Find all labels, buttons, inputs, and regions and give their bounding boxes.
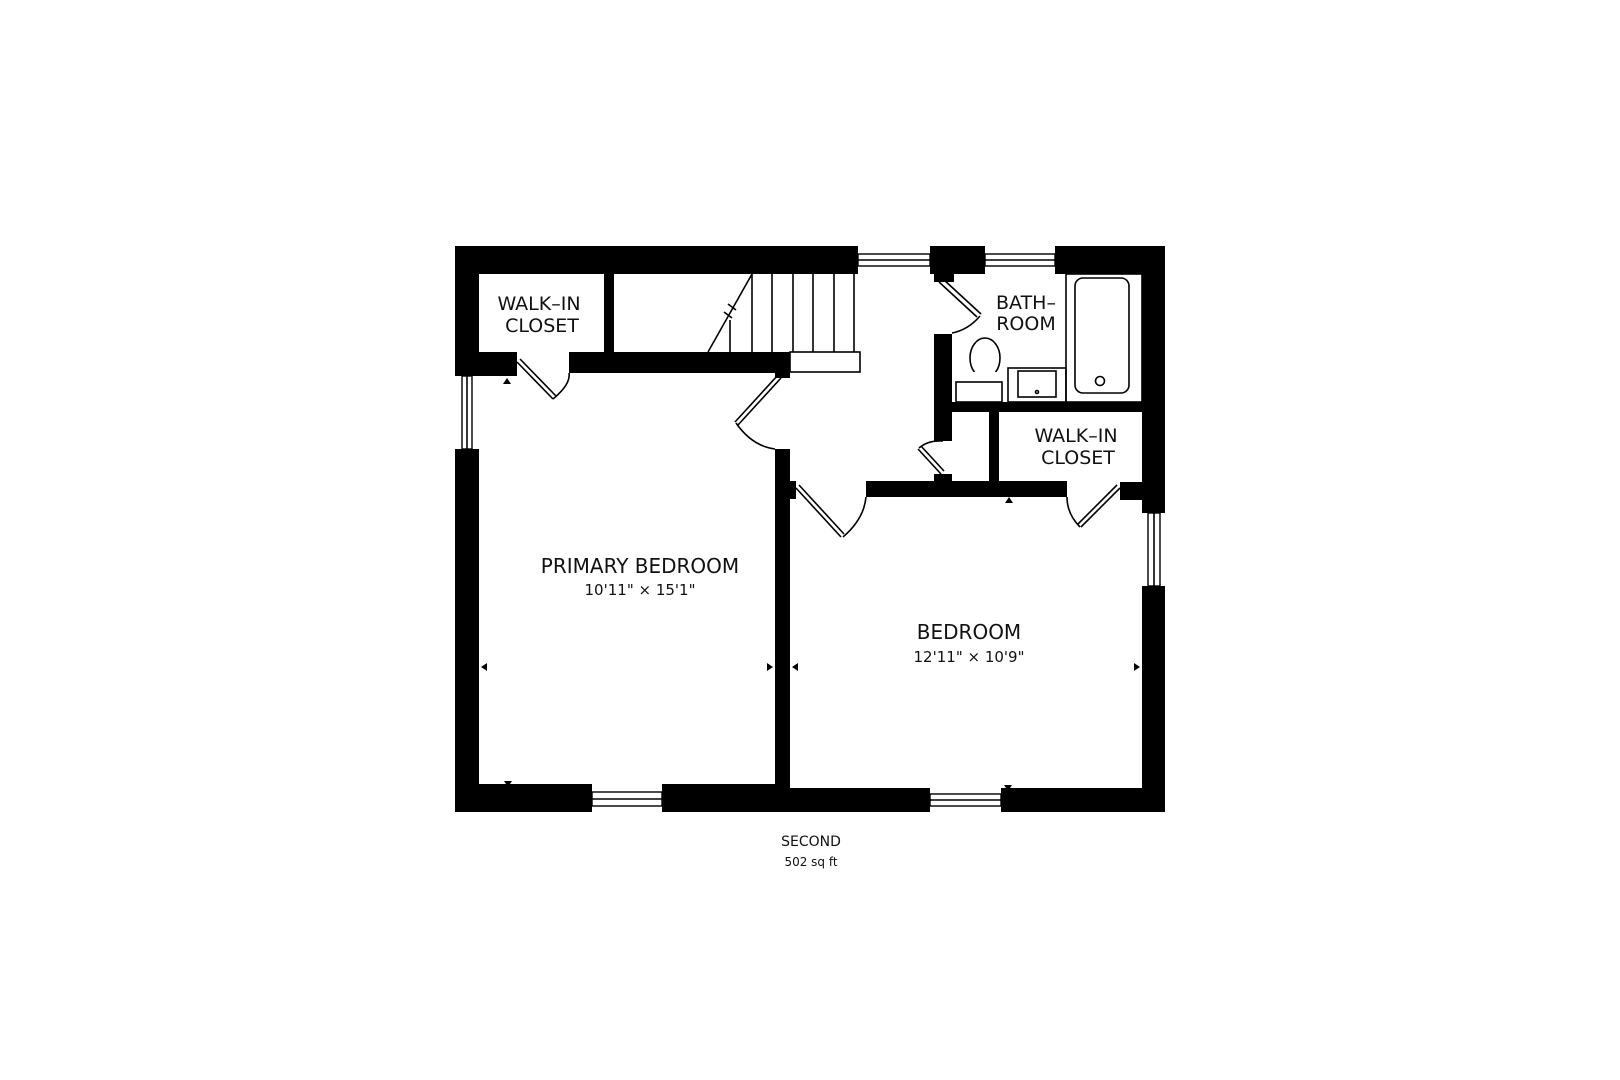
toilet-icon [955,337,1003,403]
primary-bedroom-name: PRIMARY BEDROOM [541,554,739,578]
sink-icon [1007,367,1067,403]
walk-in-closet-left-label-1: WALK–IN [497,293,580,315]
dimension-markers [481,378,1140,791]
floor-caption: SECOND 502 sq ft [781,834,841,869]
doors [516,278,1121,538]
bedroom-dims: 12'11" × 10'9" [914,648,1025,666]
floor-name: SECOND [781,834,841,850]
stairs [707,273,861,373]
windows [461,253,1161,807]
interior-walls [569,274,1165,788]
walk-in-closet-right-label-2: CLOSET [1041,447,1115,469]
bathroom-fixtures [955,273,1143,403]
bathtub-icon [1065,273,1143,403]
floor-area: 502 sq ft [784,855,837,869]
walk-in-closet-left-label-2: CLOSET [505,315,579,337]
bathroom-label-2: ROOM [996,313,1056,335]
room-labels: WALK–IN CLOSET BATH– ROOM WALK–IN CLOSET… [497,292,1117,666]
walk-in-closet-right-label-1: WALK–IN [1034,425,1117,447]
bedroom-name: BEDROOM [917,620,1021,644]
primary-bedroom-dims: 10'11" × 15'1" [585,581,696,599]
bathroom-label-1: BATH– [996,292,1056,314]
exterior-walls [455,246,1165,812]
